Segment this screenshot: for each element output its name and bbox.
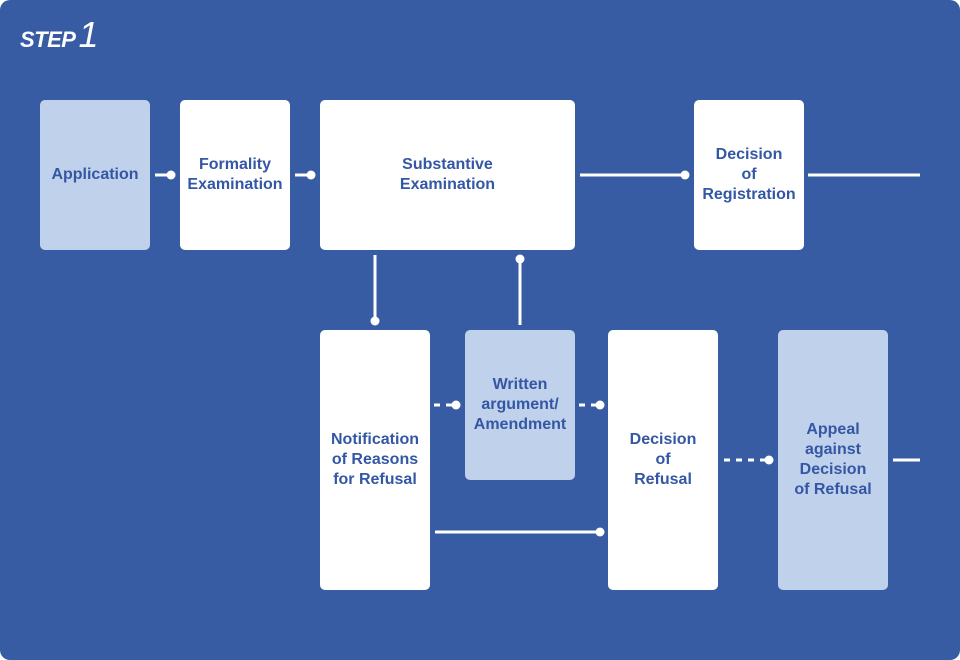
decision-of-refusal-label: Decision of Refusal [629,431,697,488]
formality-examination-label: Formality Examination [187,156,283,193]
substantive-examination-label: Substantive Examination [399,156,496,193]
connector-dot [515,254,525,264]
appeal-label: Appeal against Decision of Refusal [794,421,872,498]
notification-of-reasons-box: Notification of Reasons for Refusal [320,330,430,590]
connector-dot [595,400,605,410]
appeal-box: Appeal against Decision of Refusal [778,330,888,590]
decision-of-registration-box: Decision of Registration [694,100,804,250]
notification-of-reasons-label: Notification of Reasons for Refusal [331,431,419,488]
connector-dot [166,170,176,180]
connector-dot [370,316,380,326]
connector-dot [764,455,774,465]
substantive-examination-box: Substantive Examination [320,100,575,250]
application-label: Application [51,166,139,183]
step-number: 1 [78,14,99,55]
formality-examination-box: Formality Examination [180,100,290,250]
connector-dot [451,400,461,410]
decision-of-registration-label: Decision of Registration [702,146,796,203]
written-argument-label: Written argument/ Amendment [473,376,567,433]
decision-of-refusal-box: Decision of Refusal [608,330,718,590]
step-label: STEP1 [20,14,99,56]
written-argument-box: Written argument/ Amendment [465,330,575,480]
application-box: Application [40,100,150,250]
step-word: STEP [20,27,76,52]
connector-dot [680,170,690,180]
connector-dot [595,527,605,537]
connector-dot [306,170,316,180]
